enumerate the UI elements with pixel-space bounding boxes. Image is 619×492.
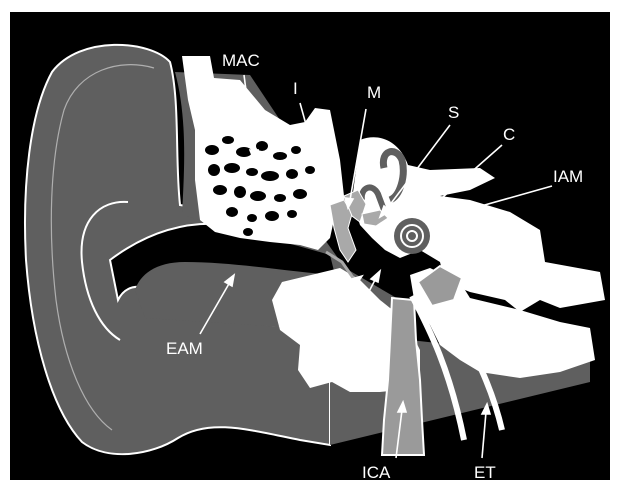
label-et: ET [474,463,496,482]
label-s: S [448,103,459,122]
label-i: I [293,79,298,98]
label-tm: TM [288,315,313,334]
label-ica: ICA [362,463,391,482]
label-m: M [367,83,381,102]
label-eam: EAM [166,339,203,358]
label-iam: IAM [553,167,583,186]
label-mac: MAC [222,51,260,70]
label-tc: TC [330,341,353,360]
label-c: C [503,125,515,144]
